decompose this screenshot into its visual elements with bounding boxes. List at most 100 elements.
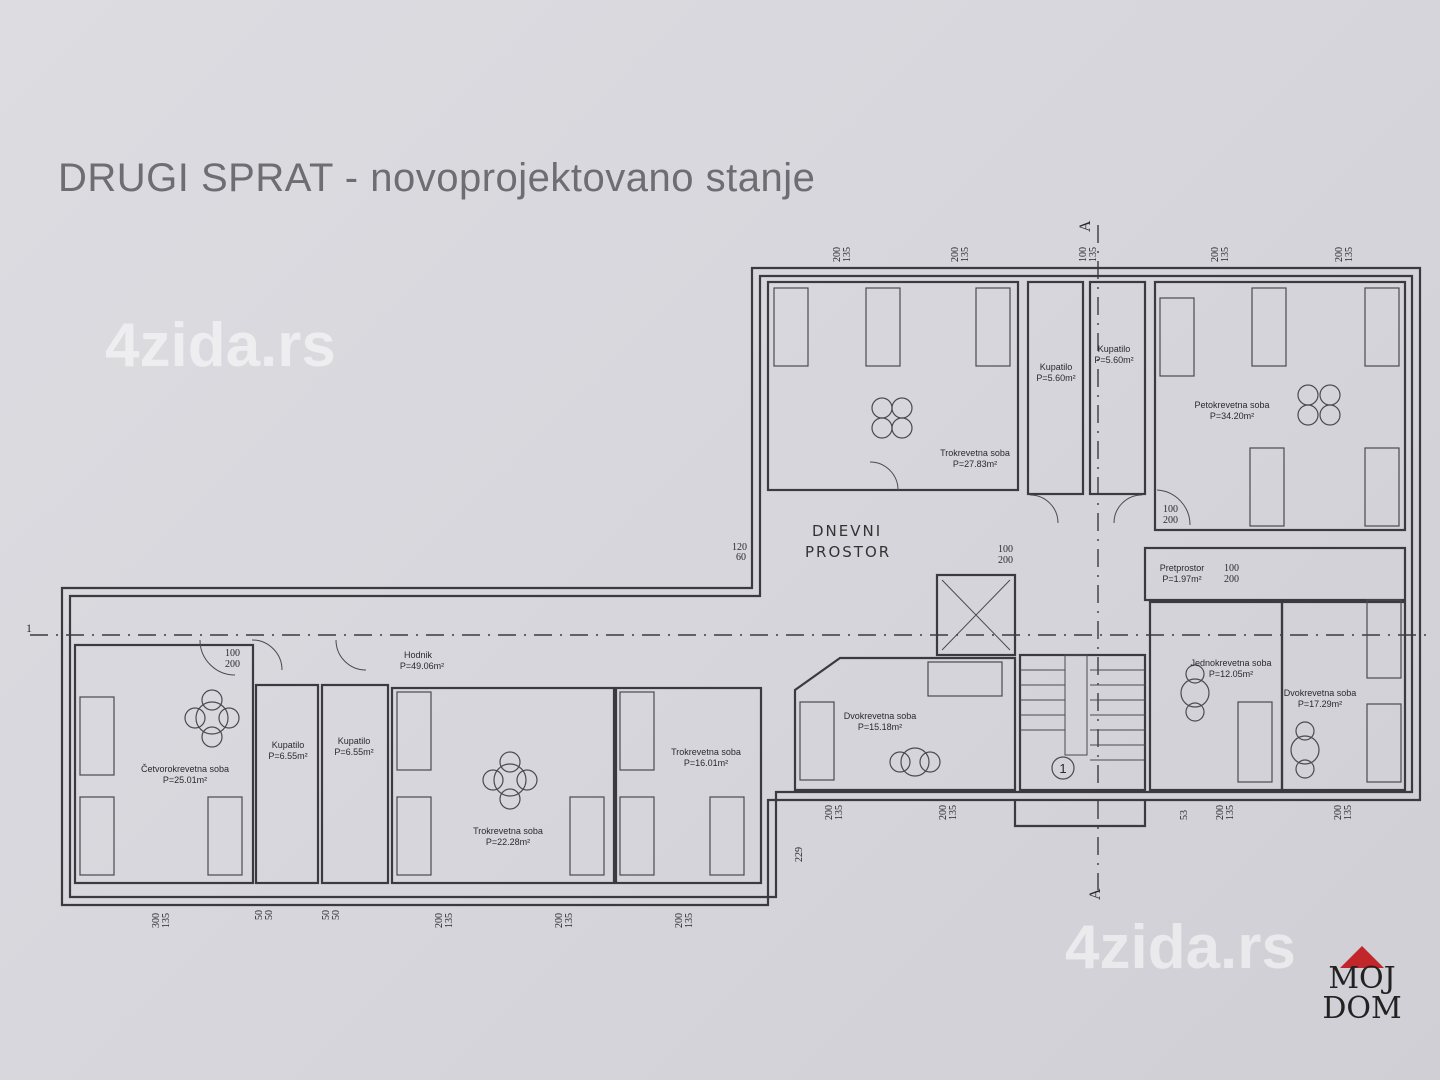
- dimension: 100: [1078, 247, 1089, 262]
- dimension: 200: [1334, 247, 1345, 262]
- room-kupatilo-4: [320, 683, 390, 885]
- elevator-shaft: [935, 573, 1017, 657]
- dimension: 135: [161, 913, 172, 928]
- dimension: 135: [564, 913, 575, 928]
- handwritten-prostor: PROSTOR: [805, 543, 891, 561]
- room-area: P=12.05m²: [1209, 669, 1253, 679]
- dimension: 100: [998, 544, 1013, 555]
- dimension: 100: [225, 648, 240, 659]
- dimension: 100: [1224, 563, 1239, 574]
- watermark-bottom: 4zida.rs: [1065, 913, 1296, 982]
- dimension: 135: [1343, 805, 1354, 820]
- room-name: Četvorokrevetna soba: [141, 764, 229, 774]
- room-labels: Trokrevetna soba P=27.83m² Kupatilo P=5.…: [141, 344, 1356, 847]
- room-jednokrevetna: [1148, 600, 1284, 792]
- room-name: Petokrevetna soba: [1194, 400, 1269, 410]
- dimension: 200: [1224, 574, 1239, 585]
- room-name: Jednokrevetna soba: [1190, 658, 1271, 668]
- logo-text-1: MOJ: [1328, 961, 1396, 996]
- room-name: Hodnik: [404, 650, 433, 660]
- dimension: 200: [225, 659, 240, 670]
- room-kupatilo-1: [1026, 280, 1085, 496]
- room-name: Kupatilo: [272, 740, 305, 750]
- dimension: 200: [824, 805, 835, 820]
- room-name: Dvokrevetna soba: [1284, 688, 1357, 698]
- room-name: Trokrevetna soba: [940, 448, 1010, 458]
- room-petokrevetna: [1153, 280, 1407, 532]
- room-name: Trokrevetna soba: [671, 747, 741, 757]
- dimension-labels: 200 135 200 135 100 135 200 135 200 135 …: [151, 247, 1355, 928]
- logo-text-2: DOM: [1322, 991, 1402, 1026]
- room-kupatilo-3: [254, 683, 320, 885]
- dimension: 135: [960, 247, 971, 262]
- house-roof-icon: [1340, 946, 1384, 968]
- dimension: 50: [254, 910, 265, 920]
- dimension: 135: [684, 913, 695, 928]
- plan-title: DRUGI SPRAT - novoprojektovano stanje: [58, 156, 816, 200]
- room-trokrevetna-27: [766, 280, 1020, 492]
- dimension: 200: [1210, 247, 1221, 262]
- dimension: 135: [834, 805, 845, 820]
- room-area: P=15.18m²: [858, 722, 902, 732]
- dimension: 135: [842, 247, 853, 262]
- dimension: 50: [321, 910, 332, 920]
- room-area: P=27.83m²: [953, 459, 997, 469]
- room-trokrevetna-16: [614, 686, 763, 885]
- room-cetvorokrevetna: [73, 643, 255, 885]
- room-kupatilo-2: [1088, 280, 1147, 496]
- dimension: 135: [948, 805, 959, 820]
- room-area: P=5.60m²: [1036, 373, 1075, 383]
- doors: [199, 461, 1191, 676]
- room-name: Kupatilo: [1098, 344, 1131, 354]
- inner-wall: [68, 274, 1414, 899]
- room-name: Trokrevetna soba: [473, 826, 543, 836]
- room-area: P=5.60m²: [1094, 355, 1133, 365]
- room-dvokrevetna-15: [793, 656, 1017, 792]
- section-mark-1: 1: [26, 621, 32, 635]
- room-area: P=6.55m²: [334, 747, 373, 757]
- dimension: 200: [1215, 805, 1226, 820]
- room-dvokrevetna-17: [1280, 600, 1407, 792]
- room-name: Kupatilo: [338, 736, 371, 746]
- stair-number: 1: [1059, 761, 1066, 776]
- dimension: 200: [674, 913, 685, 928]
- dimension: 200: [554, 913, 565, 928]
- room-name: Pretprostor: [1160, 563, 1205, 573]
- dimension: 200: [1163, 515, 1178, 526]
- room-area: P=25.01m²: [163, 775, 207, 785]
- moj-dom-logo: MOJ DOM: [1322, 946, 1402, 1024]
- handwritten-dnevni: DNEVNI: [812, 522, 882, 540]
- dimension: 60: [736, 552, 746, 563]
- section-mark-a-bottom: A: [1087, 888, 1104, 900]
- room-trokrevetna-22: [390, 686, 616, 885]
- room-name: Dvokrevetna soba: [844, 711, 917, 721]
- room-area: P=6.55m²: [268, 751, 307, 761]
- watermark-top: 4zida.rs: [105, 311, 336, 380]
- stairs: [1020, 654, 1145, 761]
- room-area: P=49.06m²: [400, 661, 444, 671]
- dimension: 135: [1225, 805, 1236, 820]
- dimension: 120: [732, 542, 747, 553]
- dimension: 229: [794, 847, 805, 862]
- dimension: 53: [1179, 810, 1190, 820]
- room-name: Kupatilo: [1040, 362, 1073, 372]
- dimension: 50: [264, 910, 275, 920]
- dimension: 200: [998, 555, 1013, 566]
- dimension: 200: [938, 805, 949, 820]
- section-mark-a-top: A: [1077, 220, 1094, 232]
- dimension: 135: [1088, 247, 1099, 262]
- dimension: 135: [444, 913, 455, 928]
- dimension: 100: [1163, 504, 1178, 515]
- room-area: P=34.20m²: [1210, 411, 1254, 421]
- outer-wall: [60, 266, 1422, 907]
- dimension: 200: [832, 247, 843, 262]
- stairwell: [1018, 653, 1147, 792]
- dimension: 200: [434, 913, 445, 928]
- beds: [79, 287, 1402, 876]
- room-area: P=22.28m²: [486, 837, 530, 847]
- tables: [184, 384, 1341, 810]
- dimension: 135: [1220, 247, 1231, 262]
- room-area: P=16.01m²: [684, 758, 728, 768]
